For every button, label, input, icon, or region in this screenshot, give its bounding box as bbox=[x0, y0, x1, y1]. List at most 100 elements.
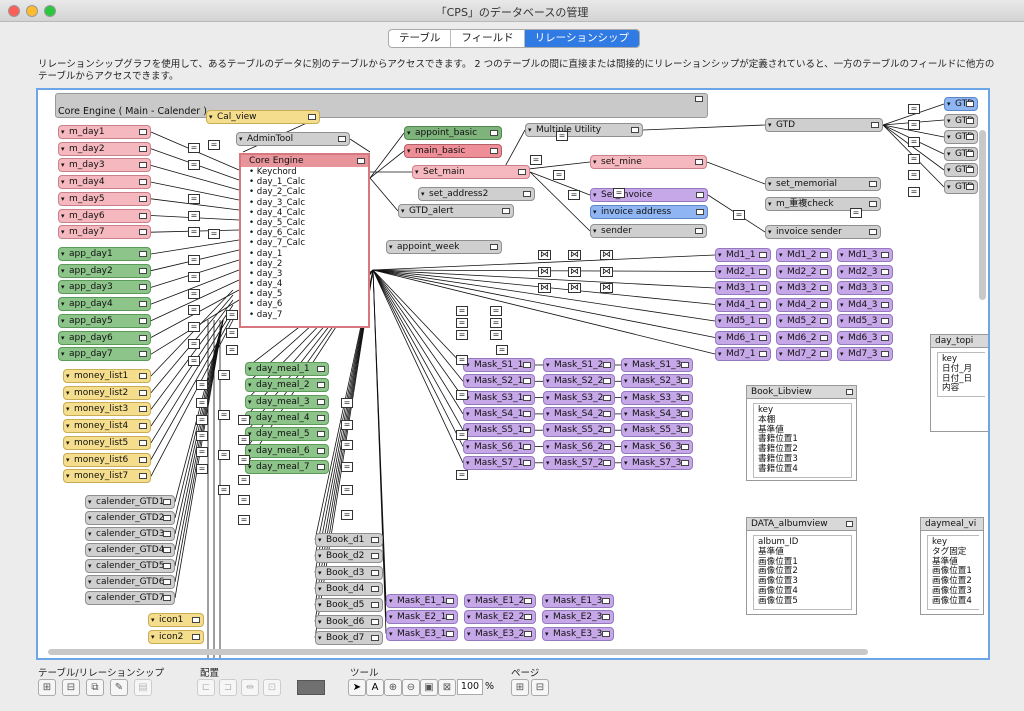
table-occurrence[interactable]: Set_invoice bbox=[590, 188, 708, 202]
collapse-icon[interactable] bbox=[966, 134, 974, 141]
collapse-icon[interactable] bbox=[603, 410, 611, 417]
relationship-cartesian-icon[interactable]: ⋈ bbox=[600, 283, 613, 293]
table-occurrence[interactable]: set_address2 bbox=[418, 187, 535, 201]
collapse-icon[interactable] bbox=[966, 167, 974, 174]
table-occurrence[interactable]: invoice address bbox=[590, 205, 708, 219]
collapse-icon[interactable] bbox=[881, 334, 889, 341]
zoom-area-icon[interactable]: ⊠ bbox=[438, 679, 456, 696]
table-occurrence[interactable]: Md7_1 bbox=[715, 347, 771, 361]
collapse-icon[interactable] bbox=[759, 268, 767, 275]
collapse-icon[interactable] bbox=[163, 595, 171, 601]
relationship-equal-icon[interactable]: = bbox=[613, 188, 625, 198]
collapse-icon[interactable] bbox=[696, 192, 704, 198]
table-occurrence[interactable]: Md3_1 bbox=[715, 281, 771, 295]
distribute-icon[interactable]: ⇹ bbox=[241, 679, 259, 696]
table-occurrence[interactable]: app_day6 bbox=[58, 330, 151, 345]
collapse-icon[interactable] bbox=[371, 569, 379, 576]
table-occurrence[interactable]: Mask_E3_1 bbox=[386, 626, 458, 641]
collapse-icon[interactable] bbox=[871, 122, 879, 128]
relationship-equal-icon[interactable]: = bbox=[490, 318, 502, 328]
table-occurrence[interactable]: m_day5 bbox=[58, 191, 151, 206]
relationship-equal-icon[interactable]: = bbox=[196, 415, 208, 425]
collapse-icon[interactable] bbox=[869, 201, 877, 207]
table-occurrence[interactable]: app_day5 bbox=[58, 313, 151, 328]
collapse-icon[interactable] bbox=[759, 351, 767, 357]
table-occurrence[interactable]: main_basic bbox=[404, 144, 502, 158]
collapse-icon[interactable] bbox=[192, 617, 200, 623]
collapse-icon[interactable] bbox=[371, 618, 379, 625]
tab-tables[interactable]: テーブル bbox=[389, 30, 452, 47]
table-occurrence[interactable]: GTD bbox=[944, 163, 978, 178]
collapse-icon[interactable] bbox=[139, 389, 147, 396]
relationship-equal-icon[interactable]: = bbox=[456, 390, 468, 400]
table-occurrence[interactable]: Set_main bbox=[412, 165, 530, 179]
table-occurrence[interactable]: Mask_S6_3 bbox=[621, 439, 693, 454]
table-occurrence[interactable]: Mask_E1_1 bbox=[386, 594, 458, 608]
table-occurrence[interactable]: Md2_2 bbox=[776, 264, 832, 279]
collapse-icon[interactable] bbox=[163, 563, 171, 569]
collapse-icon[interactable] bbox=[881, 268, 889, 275]
collapse-icon[interactable] bbox=[759, 252, 767, 258]
table-occurrence[interactable]: app_day3 bbox=[58, 280, 151, 295]
table-occurrence[interactable]: Mask_S1_1 bbox=[463, 358, 535, 372]
relationship-equal-icon[interactable]: = bbox=[188, 227, 200, 237]
table-occurrence[interactable]: set_mine bbox=[590, 155, 707, 169]
collapse-icon[interactable] bbox=[881, 285, 889, 291]
table-occurrence[interactable]: Mask_S4_3 bbox=[621, 406, 693, 421]
collapse-icon[interactable] bbox=[603, 394, 611, 401]
table-occurrence[interactable]: money_list3 bbox=[63, 402, 151, 417]
collapse-icon[interactable] bbox=[371, 602, 379, 609]
collapse-icon[interactable] bbox=[603, 459, 611, 466]
collapse-icon[interactable] bbox=[881, 301, 889, 308]
table-occurrence[interactable]: Mask_S7_1 bbox=[463, 455, 535, 470]
table-occurrence[interactable]: money_list4 bbox=[63, 419, 151, 434]
collapse-icon[interactable] bbox=[523, 459, 531, 466]
collapse-icon[interactable] bbox=[966, 184, 974, 190]
collapse-icon[interactable] bbox=[602, 598, 610, 604]
table-occurrence[interactable]: money_list2 bbox=[63, 385, 151, 400]
vertical-scrollbar[interactable] bbox=[979, 130, 986, 300]
fit-window-icon[interactable]: ▣ bbox=[420, 679, 438, 696]
page-grid-icon[interactable]: ⊞ bbox=[511, 679, 529, 696]
table-occurrence[interactable]: Mask_S1_2 bbox=[543, 358, 615, 372]
table-occurrence[interactable]: Mask_E2_3 bbox=[542, 610, 614, 625]
relationship-equal-icon[interactable]: = bbox=[238, 515, 250, 525]
relationship-cartesian-icon[interactable]: ⋈ bbox=[568, 267, 581, 277]
relationship-equal-icon[interactable]: = bbox=[196, 464, 208, 474]
align-left-icon[interactable]: ⊏ bbox=[197, 679, 215, 696]
zoom-in-icon[interactable]: ⊕ bbox=[384, 679, 402, 696]
relationship-equal-icon[interactable]: = bbox=[238, 455, 250, 465]
table-occurrence[interactable]: Mask_S4_1 bbox=[463, 406, 535, 421]
collapse-icon[interactable] bbox=[139, 317, 147, 324]
relationship-cartesian-icon[interactable]: ⋈ bbox=[568, 250, 581, 260]
table-occurrence[interactable]: Md1_1 bbox=[715, 248, 771, 262]
collapse-icon[interactable] bbox=[681, 410, 689, 417]
relationship-graph[interactable]: Core Engine ( Main - Calender ) Core Eng… bbox=[36, 88, 990, 660]
table-occurrence[interactable]: calender_GTD5 bbox=[85, 559, 175, 573]
collapse-icon[interactable] bbox=[338, 136, 346, 142]
table-occurrence[interactable]: m_day2 bbox=[58, 141, 151, 156]
table-occurrence[interactable]: Mask_E2_1 bbox=[386, 610, 458, 625]
core-engine-table[interactable]: Core Engine • Keychord• day_1_Calc• day_… bbox=[239, 153, 370, 328]
collapse-icon[interactable] bbox=[602, 614, 610, 621]
collapse-icon[interactable] bbox=[163, 531, 171, 537]
relationship-equal-icon[interactable]: = bbox=[908, 104, 920, 114]
collapse-icon[interactable] bbox=[846, 521, 853, 527]
collapse-icon[interactable] bbox=[820, 252, 828, 258]
text-tool-icon[interactable]: A bbox=[366, 679, 384, 696]
relationship-equal-icon[interactable]: = bbox=[341, 485, 353, 495]
collapse-icon[interactable] bbox=[139, 162, 147, 169]
table-occurrence[interactable]: Md4_2 bbox=[776, 297, 832, 312]
pointer-icon[interactable]: ➤ bbox=[348, 679, 366, 696]
collapse-icon[interactable] bbox=[139, 373, 147, 379]
collapse-icon[interactable] bbox=[139, 267, 147, 274]
relationship-cartesian-icon[interactable]: ⋈ bbox=[538, 250, 551, 260]
collapse-icon[interactable] bbox=[759, 334, 767, 341]
relationship-equal-icon[interactable]: = bbox=[456, 330, 468, 340]
relationship-equal-icon[interactable]: = bbox=[490, 306, 502, 316]
table-occurrence[interactable]: Book_d2 bbox=[315, 549, 383, 564]
collapse-icon[interactable] bbox=[139, 473, 147, 480]
table-occurrence[interactable]: Md2_1 bbox=[715, 264, 771, 279]
collapse-icon[interactable] bbox=[695, 96, 703, 102]
